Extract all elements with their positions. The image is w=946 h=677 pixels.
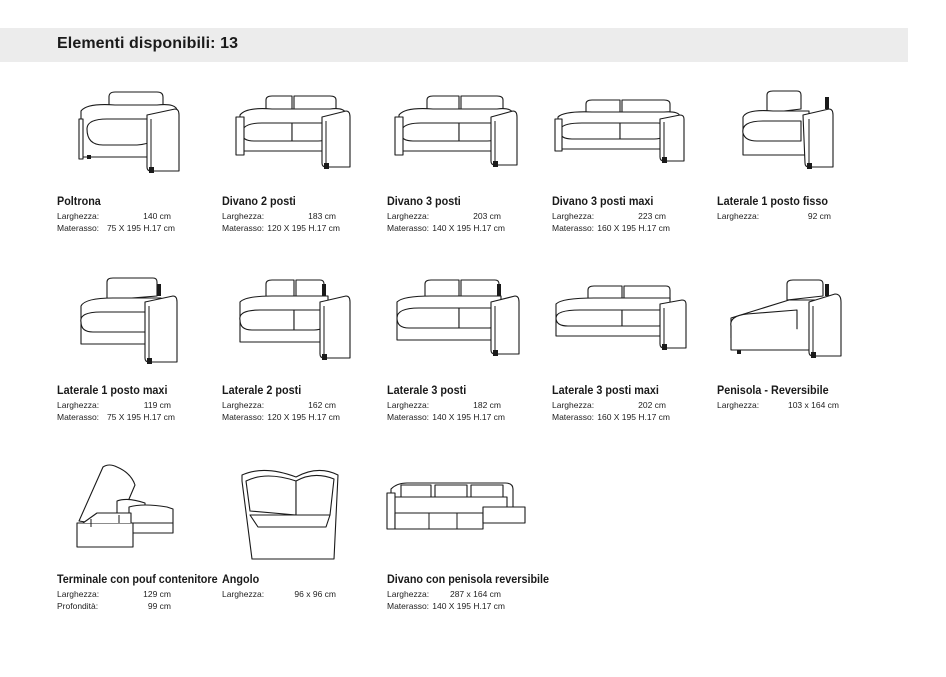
element-title: Angolo [222, 572, 260, 586]
sofa-3-seat-maxi-icon [554, 99, 685, 163]
section-header: Elementi disponibili: 13 [0, 28, 908, 62]
element-title: Poltrona [57, 194, 101, 208]
element-title: Laterale 3 posti maxi [552, 383, 659, 397]
sofa-2-seat-icon [235, 95, 351, 169]
element-title: Laterale 1 posto fisso [717, 194, 829, 208]
element-title: Divano 3 posti [387, 194, 461, 208]
side-3-seat-icon [396, 279, 520, 356]
element-title: Laterale 2 posti [222, 383, 302, 397]
corner-icon [241, 469, 339, 560]
section-title: Elementi disponibili: 13 [57, 35, 239, 52]
storage-pouf-icon [76, 464, 174, 548]
element-title: Divano con penisola reversibile [387, 572, 550, 586]
element-title: Divano 2 posti [222, 194, 296, 208]
chaise-longue-icon [730, 279, 842, 358]
armchair-icon [78, 91, 180, 173]
element-title: Laterale 3 posti [387, 383, 467, 397]
element-title: Laterale 1 posto maxi [57, 383, 168, 397]
element-title: Penisola - Reversibile [717, 383, 829, 397]
element-title: Divano 3 posti maxi [552, 194, 654, 208]
side-2-seat-icon [239, 279, 351, 360]
sofa-3-seat-icon [394, 95, 518, 167]
sofa-with-chaise-icon [386, 482, 526, 530]
side-1-seat-fixed-icon [742, 90, 834, 169]
side-3-seat-maxi-icon [555, 285, 687, 350]
side-1-seat-maxi-icon [80, 277, 178, 364]
element-title: Terminale con pouf contenitore [57, 572, 218, 586]
